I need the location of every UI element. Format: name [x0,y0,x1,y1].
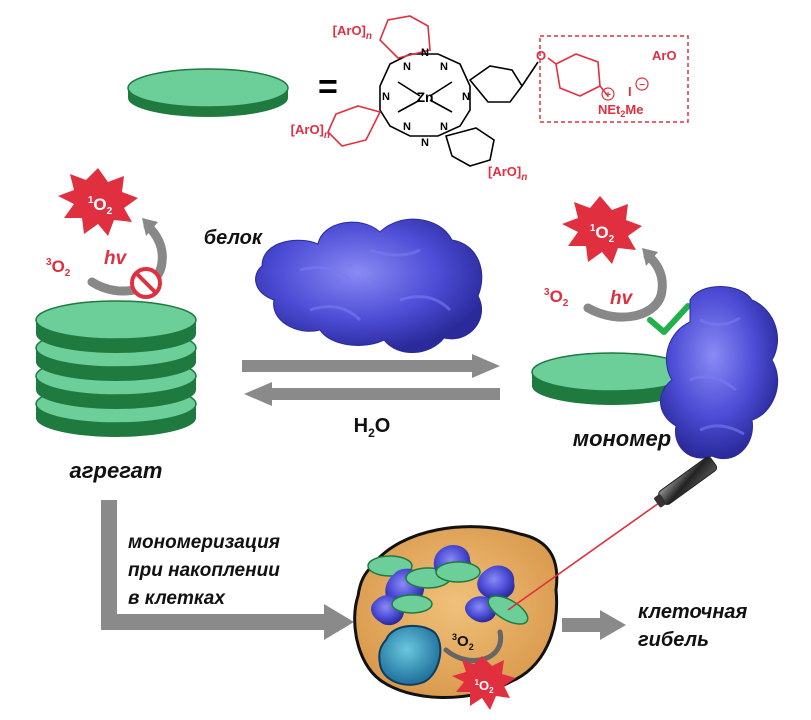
structure-labels: [ArO]n [ArO]n [ArO]n Zn N N N N N N N N [291,23,528,183]
svg-text:[ArO]n: [ArO]n [488,164,527,183]
svg-text:1O2: 1O2 [88,195,113,217]
svg-text:N: N [421,47,429,59]
zn-label: Zn [416,89,433,105]
svg-text:1O2: 1O2 [590,223,615,245]
svg-text:N: N [403,121,411,133]
cell-triplet-oxygen: 3O2 [452,632,474,652]
laser-beam [507,497,667,611]
right-hv-label: hv [610,288,634,309]
svg-text:N: N [440,61,448,73]
svg-text:O: O [536,48,546,63]
monomerization-line-2: при накоплении [128,560,280,581]
zn-phthalocyanine-structure [327,15,539,167]
left-triplet-oxygen: 3O2 [46,257,71,279]
monomer-disk [531,352,693,405]
cell-death-arrow [562,610,626,640]
svg-text:N: N [462,91,470,103]
monomerization-line-1: мономеризация [128,532,280,553]
monomerization-arrow [101,500,354,640]
checkmark-icon [647,303,691,335]
left-hv-label: hv [104,248,128,269]
svg-text:N: N [421,137,429,149]
cell-singlet-oxygen-burst: 1O2 [452,656,516,710]
cell-death-line-1: клеточная [638,601,748,623]
monomer-bound-protein [660,286,779,459]
legend-disk [127,68,289,117]
svg-text:N: N [403,61,411,73]
svg-text:[ArO]n: [ArO]n [291,122,330,141]
aggregate-label: агрегат [70,458,163,483]
protein-label: белок [204,227,263,249]
svg-text:N: N [440,121,448,133]
reverse-arrow [244,382,500,406]
left-singlet-oxygen-burst: 1O2 [58,168,138,236]
svg-text:I: I [628,84,632,99]
monomerization-line-3: в клетках [128,588,226,609]
right-triplet-oxygen: 3O2 [544,287,569,309]
laser-pointer-icon [654,456,718,508]
svg-text:−: − [639,80,645,91]
svg-text:NEt2Me: NEt2Me [598,102,643,119]
svg-text:+: + [605,90,611,101]
aryloxy-group-box: O ArO + I − NEt2Me [536,35,689,123]
blocked-icon [130,267,162,299]
left-cycle-arrow [87,221,167,296]
water-label: H2O [354,415,391,440]
svg-text:N: N [382,91,390,103]
cell-death-line-2: гибель [638,629,709,651]
equals-sign: = [318,68,338,106]
forward-arrow [242,354,500,378]
aggregate-disk-stack [35,300,197,437]
svg-text:[ArO]n: [ArO]n [333,23,372,42]
svg-text:ArO: ArO [652,48,677,63]
svg-text:1O2: 1O2 [474,678,494,695]
right-cycle-arrow [583,251,667,322]
monomer-label: мономер [573,426,671,451]
cell-illustration [353,525,559,699]
right-singlet-oxygen-burst: 1O2 [562,196,642,264]
protein-illustration [255,218,483,353]
